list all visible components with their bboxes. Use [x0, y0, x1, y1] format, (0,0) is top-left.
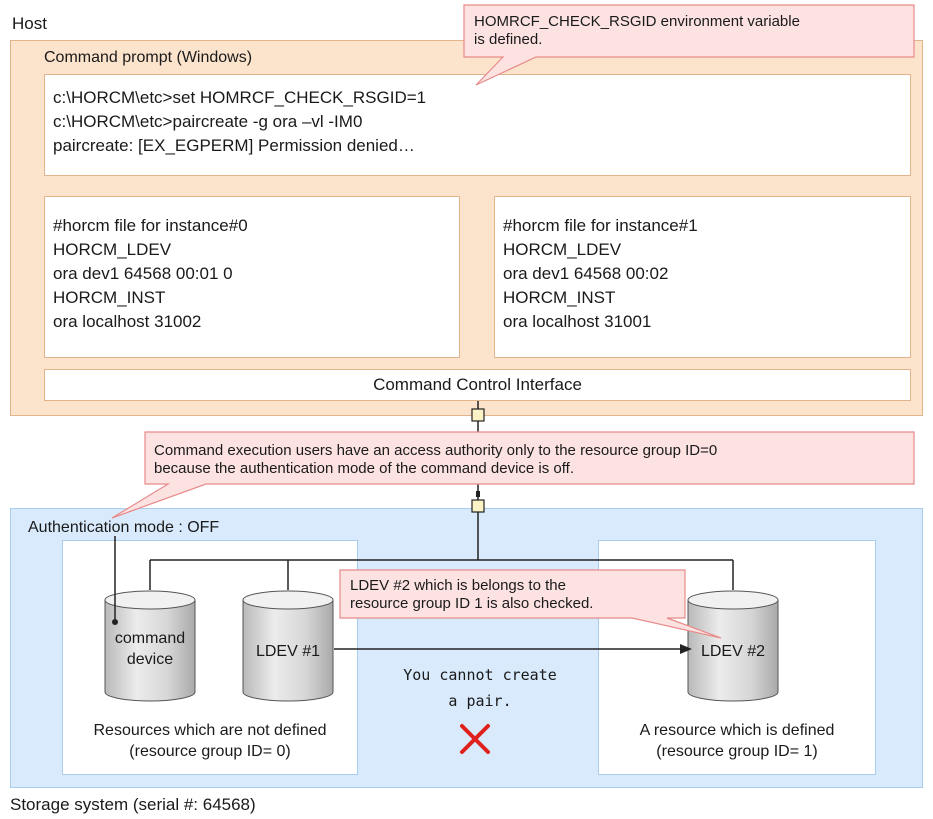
- authority-callout-line: because the authentication mode of the c…: [154, 460, 574, 477]
- defined-resource-caption-line: (resource group ID= 1): [656, 743, 818, 760]
- storage-port-tab: [476, 491, 480, 497]
- ldev2-label: LDEV #2: [700, 643, 766, 660]
- undefined-resources-caption: Resources which are not defined (resourc…: [62, 720, 358, 762]
- command-control-interface: Command Control Interface: [44, 369, 911, 401]
- host-title: Host: [12, 14, 47, 33]
- ldev1-cylinder: [242, 590, 334, 702]
- storage-port-icon: [471, 499, 485, 513]
- pair-result-line: a pair.: [448, 692, 512, 710]
- horcm0-line: ora dev1 64568 00:01 0: [53, 264, 233, 283]
- ldev2-callout-line: resource group ID 1 is also checked.: [350, 595, 594, 612]
- command-device-label: command device: [105, 628, 195, 670]
- command-prompt-window: c:\HORCM\etc>set HOMRCF_CHECK_RSGID=1 c:…: [44, 74, 911, 176]
- command-device-label-line: command: [114, 630, 186, 647]
- authority-callout-line: Command execution users have an access a…: [154, 442, 718, 459]
- host-port-icon: [471, 408, 485, 422]
- ldev2-callout-shape: [339, 569, 722, 639]
- horcm0-line: HORCM_INST: [53, 288, 166, 307]
- env-var-callout-line: HOMRCF_CHECK_RSGID environment variable: [474, 13, 800, 30]
- horcm1-line: HORCM_INST: [503, 288, 616, 307]
- horcm-file-instance1: #horcm file for instance#1 HORCM_LDEV or…: [494, 196, 911, 358]
- horcm0-line: ora localhost 31002: [53, 312, 202, 331]
- pair-arrow-head: [680, 644, 692, 654]
- ldev1-label: LDEV #1: [255, 643, 321, 660]
- pair-result-line: You cannot create: [403, 666, 557, 684]
- ldev2-callout-line: LDEV #2 which is belongs to the: [350, 577, 566, 594]
- undefined-resources-caption-line: Resources which are not defined: [93, 722, 327, 739]
- authentication-mode-label: Authentication mode : OFF: [28, 519, 220, 536]
- prompt-line: c:\HORCM\etc>set HOMRCF_CHECK_RSGID=1: [53, 88, 427, 107]
- auth-mode-pointer-dot: [112, 619, 118, 625]
- cross-icon: [460, 724, 490, 754]
- ldev2-cylinder: [687, 590, 779, 702]
- env-var-callout: HOMRCF_CHECK_RSGID environment variable …: [474, 13, 800, 49]
- authority-callout-shape: [111, 431, 915, 519]
- ldev2-callout: LDEV #2 which is belongs to the resource…: [350, 577, 593, 613]
- env-var-callout-line: is defined.: [474, 31, 543, 48]
- horcm1-line: #horcm file for instance#1: [503, 216, 698, 235]
- prompt-line: c:\HORCM\etc>paircreate -g ora –vl -IM0: [53, 112, 363, 131]
- prompt-line: paircreate: [EX_EGPERM] Permission denie…: [53, 136, 415, 155]
- horcm1-line: ora dev1 64568 00:02: [503, 264, 669, 283]
- horcm-file-instance0: #horcm file for instance#0 HORCM_LDEV or…: [44, 196, 460, 358]
- command-prompt-label: Command prompt (Windows): [44, 49, 253, 66]
- horcm1-line: HORCM_LDEV: [503, 240, 622, 259]
- horcm0-line: #horcm file for instance#0: [53, 216, 248, 235]
- defined-resource-caption-line: A resource which is defined: [639, 722, 835, 739]
- horcm1-line: ora localhost 31001: [503, 312, 652, 331]
- command-device-label-line: device: [126, 651, 174, 668]
- env-var-callout-shape: [463, 4, 915, 86]
- command-device-cylinder: [104, 590, 196, 702]
- authority-callout: Command execution users have an access a…: [154, 442, 717, 478]
- storage-system-title: Storage system (serial #: 64568): [10, 795, 256, 814]
- horcm0-line: HORCM_LDEV: [53, 240, 172, 259]
- defined-resource-caption: A resource which is defined (resource gr…: [598, 720, 876, 762]
- pair-result-text: You cannot create a pair.: [360, 662, 600, 714]
- undefined-resources-caption-line: (resource group ID= 0): [129, 743, 291, 760]
